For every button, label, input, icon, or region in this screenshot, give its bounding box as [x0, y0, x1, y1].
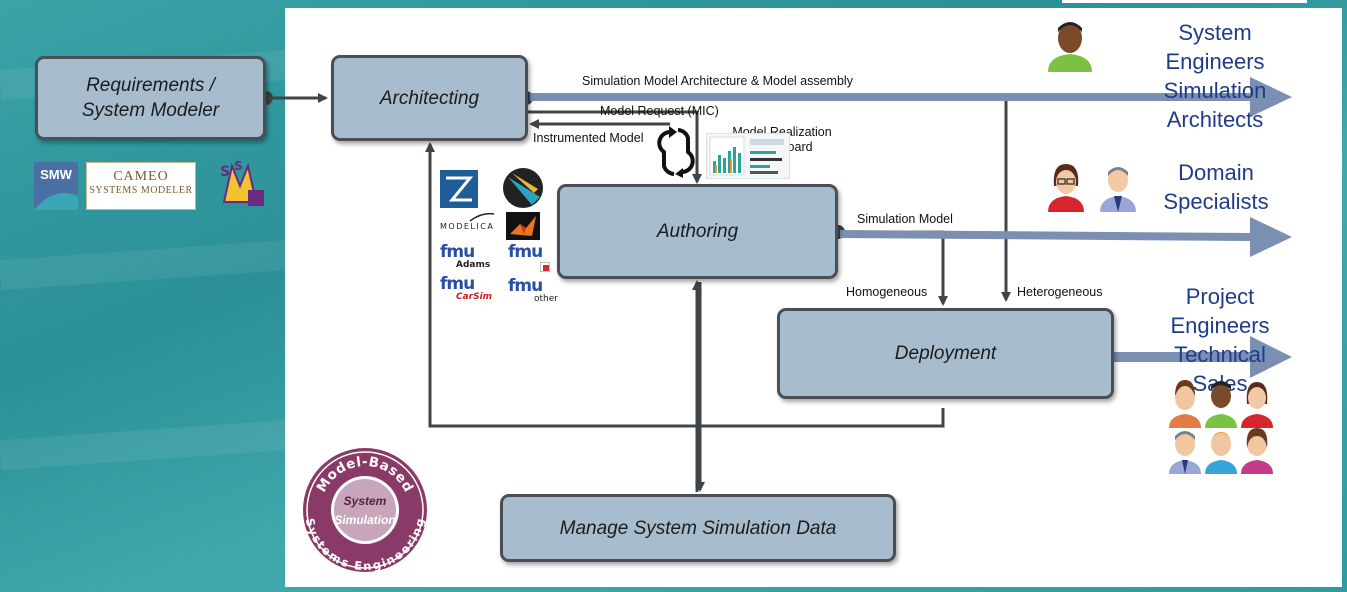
- architecting-box[interactable]: Architecting: [331, 55, 528, 141]
- instrumented-model-label: Instrumented Model: [533, 131, 644, 145]
- matlab-logo: [506, 212, 540, 240]
- sysml-logo: S S: [220, 159, 264, 206]
- system-engineer-avatar-icon: [1048, 22, 1092, 72]
- top-bar: [1062, 0, 1307, 3]
- heterogeneous-label: Heterogeneous: [1017, 285, 1103, 299]
- mbse-seal-icon: Model-Based Systems Engineering System S…: [303, 448, 427, 573]
- authoring-box[interactable]: Authoring: [557, 184, 838, 279]
- smw-swoosh-icon: [34, 193, 78, 210]
- model-request-connector: [526, 110, 702, 184]
- simulation-tool-logo: [440, 170, 478, 208]
- modelica-swoosh-icon: [469, 212, 495, 222]
- smw-logo: SMW: [34, 162, 78, 210]
- svg-text:S: S: [234, 159, 243, 173]
- svg-text:S: S: [220, 164, 230, 180]
- role-domain-specialists: Domain Specialists: [1163, 160, 1269, 214]
- flow-arrow-architecting: [530, 77, 1292, 117]
- model-request-label: Model Request (MIC): [600, 104, 719, 118]
- seal-center-simulation: Simulation: [334, 513, 395, 527]
- dashboard-thumbnail-icon: [706, 133, 790, 179]
- flow-arrow-authoring: [840, 217, 1292, 257]
- team-avatars-icon: [1169, 380, 1273, 474]
- sim-architecture-label: Simulation Model Architecture & Model as…: [582, 74, 853, 88]
- solver-tool-logo: [503, 168, 543, 208]
- feedback-loop-connector: [425, 142, 945, 428]
- seal-center-system: System: [344, 494, 387, 508]
- cameo-logo: CAMEO SYSTEMS MODELER: [86, 162, 196, 210]
- deployment-box[interactable]: Deployment: [777, 308, 1114, 399]
- simulation-model-label: Simulation Model: [857, 212, 953, 226]
- manage-data-box[interactable]: Manage System Simulation Data: [500, 494, 896, 562]
- domain-specialists-avatar-icon: [1048, 164, 1136, 212]
- flow-arrow-deployment: [1114, 336, 1292, 378]
- fmu-generic-logo: fmu: [508, 244, 550, 272]
- requirements-box[interactable]: Requirements / System Modeler: [35, 56, 266, 140]
- small-red-icon: [540, 262, 550, 272]
- modelica-logo: MODELICA: [440, 212, 496, 231]
- role-system-engineers: System Engineers Simulation Architects: [1163, 20, 1267, 132]
- iteration-loop-icon: [657, 126, 695, 178]
- homogeneous-label: Homogeneous: [846, 285, 928, 299]
